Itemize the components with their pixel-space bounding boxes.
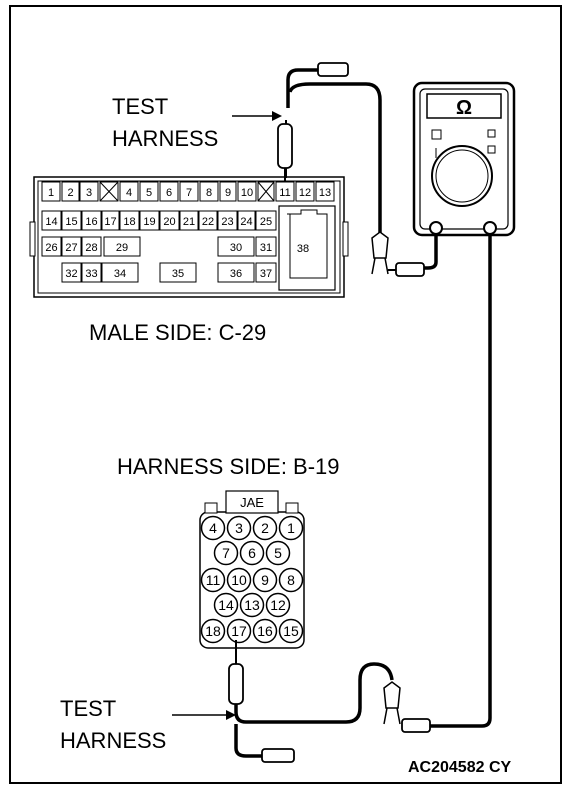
pin-37: 37 (260, 268, 272, 280)
pin-6: 6 (166, 187, 172, 199)
cavity-1: 1 (287, 520, 295, 536)
pin-17: 17 (104, 216, 116, 228)
pin-3: 3 (86, 187, 92, 199)
cavity-16: 16 (257, 623, 273, 639)
cavity-2: 2 (261, 520, 269, 536)
pin-33: 33 (85, 268, 97, 280)
cavity-3: 3 (235, 520, 243, 536)
pin-32: 32 (65, 268, 77, 280)
cavity-7: 7 (222, 545, 230, 561)
pin-18: 18 (123, 216, 135, 228)
cavity-11: 11 (206, 572, 221, 588)
cavity-4: 4 (209, 520, 217, 536)
test-probe-bottom-icon (228, 640, 431, 763)
pin-22: 22 (202, 216, 214, 228)
pin-13: 13 (319, 187, 331, 199)
cavity-13: 13 (244, 597, 260, 613)
pin-20: 20 (163, 216, 175, 228)
cavity-10: 10 (231, 572, 247, 588)
pin-2: 2 (67, 187, 73, 199)
pin-5: 5 (146, 187, 152, 199)
pin-29: 29 (116, 242, 128, 254)
pin-34: 34 (114, 268, 126, 280)
pin-27: 27 (65, 242, 77, 254)
harness-side-label: HARNESS SIDE: B-19 (117, 454, 340, 479)
pin-28: 28 (85, 242, 97, 254)
cavity-6: 6 (248, 545, 256, 561)
arrow-top (232, 111, 282, 121)
pin-25: 25 (260, 216, 272, 228)
test-probe-icon (277, 62, 425, 277)
pin-15: 15 (65, 216, 77, 228)
test-harness-top-line2: HARNESS (112, 126, 218, 151)
pin-12: 12 (299, 187, 311, 199)
cavity-9: 9 (261, 572, 269, 588)
cavity-5: 5 (274, 545, 282, 561)
cavity-12: 12 (270, 597, 286, 613)
cavity-17: 17 (231, 623, 247, 639)
pin-14: 14 (45, 216, 57, 228)
pin-1: 1 (48, 187, 54, 199)
pin-4: 4 (126, 187, 132, 199)
pin-24: 24 (240, 216, 252, 228)
cavity-8: 8 (287, 572, 295, 588)
pin-21: 21 (183, 216, 195, 228)
pin-36: 36 (230, 268, 242, 280)
pin-38: 38 (297, 243, 309, 255)
pin-23: 23 (221, 216, 233, 228)
figure-frame (9, 5, 562, 784)
figure-code: AC204582 CY (408, 759, 512, 776)
pin-7: 7 (186, 187, 192, 199)
pin-26: 26 (45, 242, 57, 254)
ohm-symbol: Ω (456, 97, 472, 119)
pin-35: 35 (172, 268, 184, 280)
test-harness-bottom-line2: HARNESS (60, 728, 166, 753)
ohmmeter-icon: Ω (412, 81, 516, 237)
male-side-label: MALE SIDE: C-29 (89, 320, 266, 345)
pin-9: 9 (225, 187, 231, 199)
test-harness-top-line1: TEST (112, 94, 168, 119)
pin-11: 11 (279, 187, 290, 199)
pin-31: 31 (260, 242, 272, 254)
pin-30: 30 (230, 242, 242, 254)
pin-16: 16 (85, 216, 97, 228)
pin-10: 10 (241, 187, 253, 199)
arrow-bottom (172, 710, 236, 720)
cavity-18: 18 (205, 623, 221, 639)
jae-label: JAE (240, 495, 264, 510)
cavity-14: 14 (218, 597, 234, 613)
pin-19: 19 (143, 216, 155, 228)
test-harness-bottom-line1: TEST (60, 696, 116, 721)
pin-8: 8 (206, 187, 212, 199)
cavity-15: 15 (283, 623, 299, 639)
